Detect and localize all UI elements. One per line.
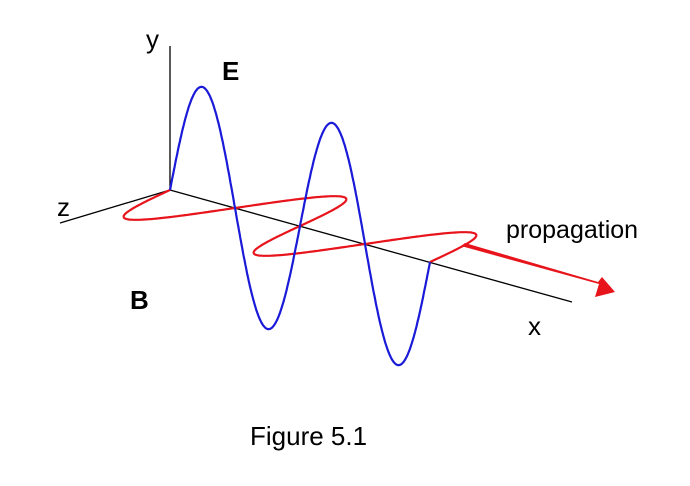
y-axis-label: y: [146, 24, 159, 54]
electric-field-wave: [168, 85, 432, 367]
figure-caption: Figure 5.1: [250, 421, 368, 451]
z-axis-line: [59, 189, 171, 224]
z-axis-label: z: [57, 192, 70, 222]
propagation-arrow: [461, 243, 615, 297]
propagation-label: propagation: [506, 216, 639, 244]
x-axis-label: x: [528, 311, 541, 341]
x-axis-line: [169, 189, 573, 303]
magnetic-field-label: B: [130, 285, 149, 315]
electric-field-label: E: [222, 56, 240, 86]
